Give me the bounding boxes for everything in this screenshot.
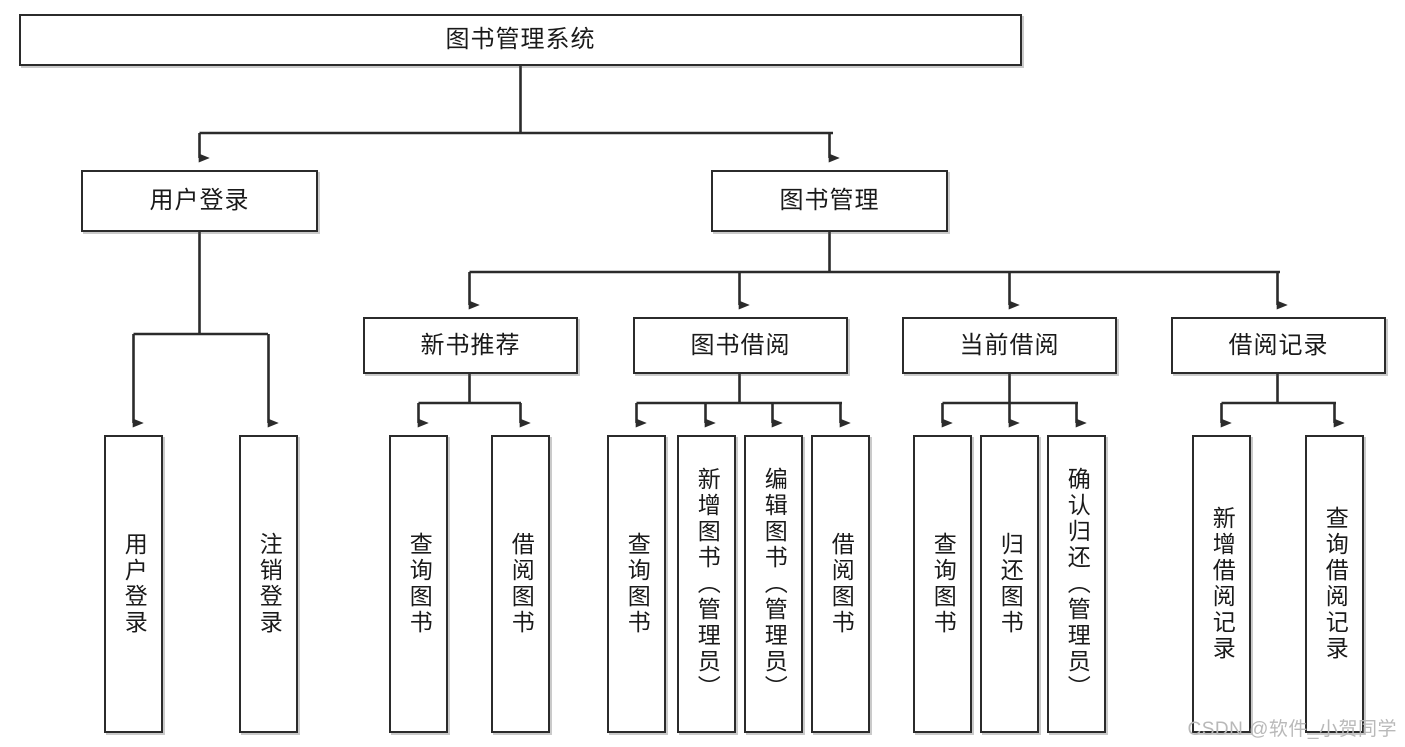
node-root-label: 图书管理系统 [445,26,596,54]
node-book-borrow[interactable]: 图书借阅 [633,317,848,374]
leaf-borrow-edit-book-admin[interactable]: 编辑图书（管理员） [744,435,803,733]
node-root[interactable]: 图书管理系统 [19,14,1022,66]
leaf-label: 编辑图书（管理员） [761,467,788,701]
node-book-management-label: 图书管理 [779,187,880,215]
leaf-user-login-logout[interactable]: 注销登录 [239,435,298,733]
node-borrow-record-label: 借阅记录 [1228,331,1329,359]
leaf-user-login-login[interactable]: 用户登录 [104,435,163,733]
leaf-borrow-borrow-book[interactable]: 借阅图书 [811,435,870,733]
leaf-borrow-add-book-admin[interactable]: 新增图书（管理员） [677,435,736,733]
leaf-label: 用户登录 [121,532,148,636]
leaf-label: 归还图书 [997,532,1024,636]
leaf-label: 借阅图书 [508,532,535,636]
watermark: CSDN @软件_小贺同学 [1187,719,1397,740]
leaf-recommend-borrow-book[interactable]: 借阅图书 [491,435,550,733]
leaf-label: 新增借阅记录 [1209,506,1236,662]
node-new-book-recommend-label: 新书推荐 [420,331,521,359]
leaf-label: 查询图书 [406,532,433,636]
leaf-label: 查询图书 [624,532,651,636]
node-user-login[interactable]: 用户登录 [81,170,318,232]
node-new-book-recommend[interactable]: 新书推荐 [363,317,578,374]
leaf-label: 确认归还（管理员） [1064,467,1091,701]
leaf-label: 新增图书（管理员） [694,467,721,701]
leaf-recommend-query-book[interactable]: 查询图书 [389,435,448,733]
leaf-borrow-query-book[interactable]: 查询图书 [607,435,666,733]
leaf-record-query-record[interactable]: 查询借阅记录 [1305,435,1364,733]
node-user-login-label: 用户登录 [149,187,250,215]
leaf-label: 注销登录 [256,532,283,636]
node-current-borrow[interactable]: 当前借阅 [902,317,1117,374]
leaf-label: 查询借阅记录 [1322,506,1349,662]
leaf-record-add-record[interactable]: 新增借阅记录 [1192,435,1251,733]
leaf-label: 借阅图书 [828,532,855,636]
node-current-borrow-label: 当前借阅 [959,331,1060,359]
node-book-borrow-label: 图书借阅 [690,331,791,359]
leaf-current-query-book[interactable]: 查询图书 [913,435,972,733]
leaf-current-return-book[interactable]: 归还图书 [980,435,1039,733]
leaf-current-confirm-return-admin[interactable]: 确认归还（管理员） [1047,435,1106,733]
leaf-label: 查询图书 [930,532,957,636]
node-book-management[interactable]: 图书管理 [711,170,948,232]
node-borrow-record[interactable]: 借阅记录 [1171,317,1386,374]
